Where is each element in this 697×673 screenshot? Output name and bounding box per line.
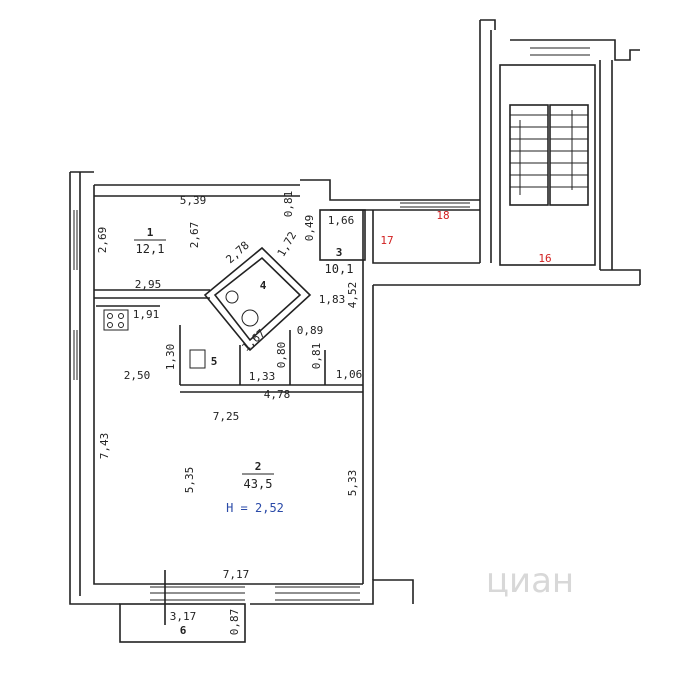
- dim-label: 0,87: [228, 609, 241, 636]
- room-2-area: 43,5: [244, 477, 273, 491]
- room-1-area: 12,1: [136, 242, 165, 256]
- room-3-number: 3: [336, 246, 343, 259]
- room-3-area: 10,1: [325, 262, 354, 276]
- dim-label: 2,69: [96, 227, 109, 254]
- dim-label: 2,95: [135, 278, 162, 291]
- dim-label: 5,35: [183, 467, 196, 494]
- dim-label: 2,50: [124, 369, 151, 382]
- marker-18: 18: [436, 209, 449, 222]
- room-1-number: 1: [147, 226, 154, 239]
- dim-label: 7,43: [98, 433, 111, 460]
- dim-label: 3,17: [170, 610, 197, 623]
- dim-label: 1,72: [275, 230, 300, 259]
- dim-label: 5,33: [346, 470, 359, 497]
- ceiling-height-note: H = 2,52: [226, 501, 284, 515]
- dim-label: 1,91: [133, 308, 160, 321]
- watermark-text: циан: [486, 561, 574, 601]
- dim-label: 1,06: [336, 368, 363, 381]
- windows: [73, 202, 470, 601]
- room-4-number: 4: [260, 279, 267, 292]
- dim-label: 1,33: [249, 370, 276, 383]
- marker-17: 17: [380, 234, 393, 247]
- dim-label: 0,81: [282, 191, 295, 218]
- dim-label: 2,78: [223, 239, 251, 266]
- room-2-number: 2: [255, 460, 262, 473]
- dim-label: 7,25: [213, 410, 240, 423]
- dim-label: 1,30: [164, 344, 177, 371]
- stair-treads: [510, 47, 590, 195]
- dim-label: 5,39: [180, 194, 207, 207]
- dim-label: 0,49: [303, 215, 316, 242]
- dim-label: 1,66: [328, 214, 355, 227]
- room-5-number: 5: [211, 355, 218, 368]
- dim-label: 4,78: [264, 388, 291, 401]
- room-6-number: 6: [180, 624, 187, 637]
- marker-16: 16: [538, 252, 551, 265]
- dim-label: 0,81: [310, 343, 323, 370]
- dim-label: 2,67: [188, 222, 201, 249]
- dim-label: 7,17: [223, 568, 250, 581]
- dim-label: 0,89: [297, 324, 324, 337]
- dim-label: 1,83: [319, 293, 346, 306]
- dim-label: 4,52: [346, 282, 359, 309]
- fixtures: [103, 290, 259, 369]
- dim-label: 0,80: [275, 342, 288, 369]
- walls: [69, 19, 641, 643]
